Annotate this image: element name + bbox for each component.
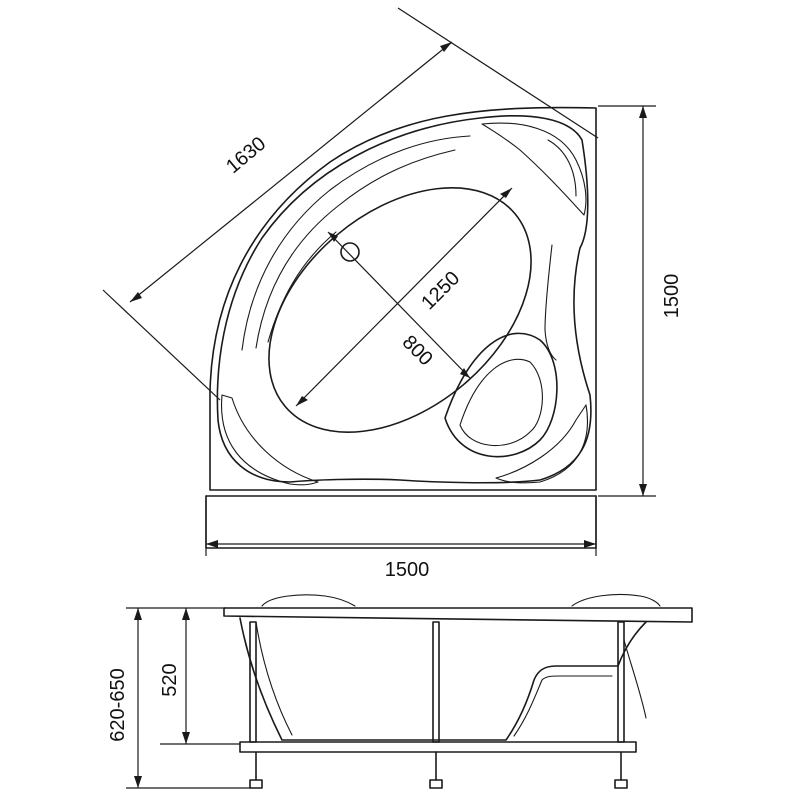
headrest-top-right-inner: [547, 139, 577, 197]
side-view: 620-650 520: [107, 593, 693, 789]
dim-right-arrow-top: [639, 106, 647, 118]
dim-basin-long-line: [327, 231, 471, 379]
right-wall-contour: [544, 244, 557, 361]
dim-diagonal-label: 1630: [222, 133, 270, 178]
side-shell: [239, 617, 647, 741]
wall-contour-2: [255, 149, 456, 349]
dim-total-arrow-bottom: [134, 776, 142, 788]
dim-total-arrow-top: [134, 608, 142, 620]
top-view: 1630 1250 800 1500 1500: [102, 7, 683, 581]
foot-1-pad: [249, 779, 263, 789]
side-feet: [249, 751, 628, 789]
tub-outer-rim: [209, 106, 597, 491]
side-shell-inner: [255, 621, 293, 736]
dim-bowl-arrow-bottom: [182, 732, 190, 744]
dim-basin-long-arrow-start: [328, 232, 338, 242]
side-leg-post-2: [432, 621, 440, 743]
headrest-bottom-right: [495, 404, 588, 484]
dim-diagonal-arrow-top: [440, 42, 452, 52]
side-shell-right: [623, 639, 647, 719]
dim-diagonal-ext-bottom: [102, 289, 221, 401]
tub-inner-rim: [216, 115, 592, 484]
dim-bottom-arrow-right: [584, 540, 596, 548]
foot-3-pad: [614, 779, 628, 789]
dim-diagonal-ext-top: [397, 7, 599, 139]
side-headrest-left: [261, 594, 356, 607]
dim-basin-long-arrow-end: [460, 368, 470, 378]
basin-ellipse: [268, 187, 532, 433]
base-panel: [205, 495, 597, 549]
side-frame-base: [239, 741, 637, 753]
dim-basin-short-arrow-end: [296, 396, 308, 406]
dim-right-arrow-bottom: [639, 484, 647, 496]
dim-total-label: 620-650: [107, 668, 129, 741]
side-rim: [223, 607, 693, 623]
headrest-bottom-left: [220, 394, 319, 486]
drain-circle: [340, 242, 360, 262]
dim-bottom-label: 1500: [385, 559, 430, 581]
foot-2-pad: [429, 779, 443, 789]
dim-right-label: 1500: [661, 274, 683, 319]
wall-contour-3: [267, 231, 337, 343]
side-seat-contour: [513, 675, 613, 737]
dim-basin-short-line: [295, 187, 513, 407]
dim-basin-short-arrow-start: [500, 188, 512, 198]
dim-diagonal-line: [129, 41, 453, 303]
seat-loop: [444, 332, 558, 458]
seat-loop-inner: [459, 358, 543, 446]
side-headrest-right: [571, 593, 661, 607]
side-leg-post-3: [617, 621, 625, 743]
dim-bottom-arrow-left: [206, 540, 218, 548]
dim-basin-length-label: 1250: [417, 267, 464, 314]
dim-diagonal-arrow-bottom: [130, 292, 142, 302]
wall-contour-1: [241, 135, 471, 351]
dim-bowl-arrow-top: [182, 608, 190, 620]
dim-bowl-label: 520: [159, 663, 181, 696]
side-leg-post-1: [249, 621, 257, 743]
headrest-top-right: [481, 122, 587, 216]
